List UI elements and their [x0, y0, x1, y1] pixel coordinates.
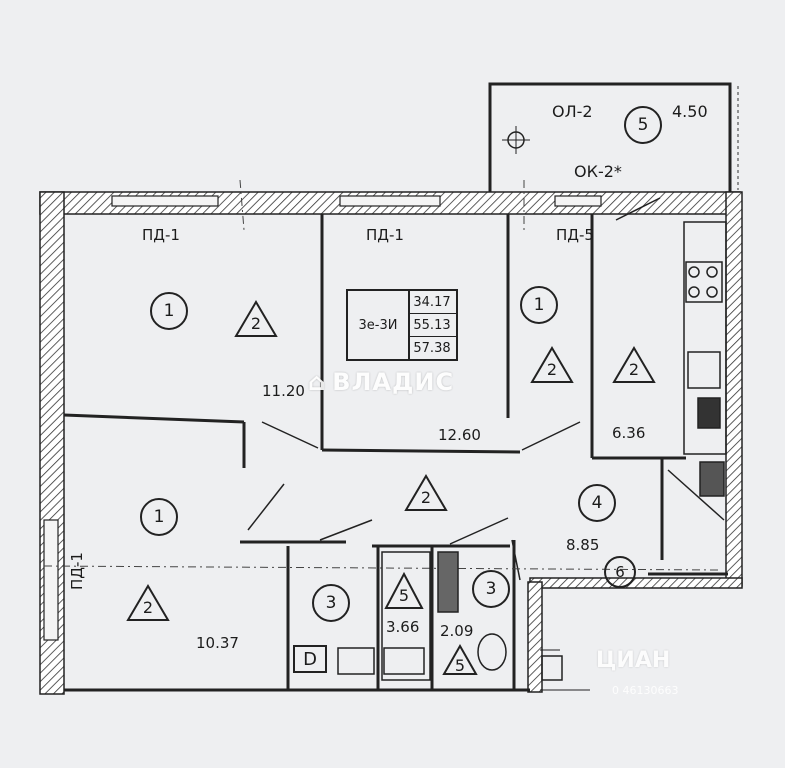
- cian-watermark: ЦИАН: [596, 648, 671, 673]
- room-type-marker: 1: [150, 292, 188, 330]
- window-label-middle: ПД-1: [366, 226, 404, 244]
- corridor-marker: 6: [604, 556, 636, 588]
- room-type-marker-toilet: 3: [472, 570, 510, 608]
- room-type-marker-kitchen: 1: [520, 286, 558, 324]
- zone-triangle-icon: 2: [234, 300, 278, 338]
- zone-triangle-icon: 5: [384, 572, 424, 610]
- laundry-label: D: [293, 645, 327, 673]
- balcony-ol-label: ОЛ-2: [552, 102, 593, 121]
- zone-triangle-icon: 2: [530, 346, 574, 384]
- vladis-watermark: ⌂ ВЛАДИС: [308, 368, 455, 396]
- window-label-side: ПД-1: [68, 552, 86, 590]
- house-logo-icon: ⌂: [308, 368, 327, 396]
- bathroom-fixtures: [337, 551, 563, 681]
- balcony-area: 4.50: [672, 102, 708, 121]
- total-with-balcony-area: 57.38: [413, 340, 451, 356]
- cian-listing-id: 0 46130663: [612, 684, 679, 697]
- window-openings: [43, 195, 602, 641]
- zone-triangle-icon: 5: [442, 644, 478, 676]
- zone-triangle-icon: 2: [612, 346, 656, 384]
- window-label-left: ПД-1: [142, 226, 180, 244]
- window-label-kitchen: ПД-5: [556, 226, 594, 244]
- total-area: 55.13: [408, 314, 456, 337]
- zone-triangle-icon: 2: [126, 584, 170, 622]
- balcony-ok-label: ОК-2*: [574, 162, 622, 181]
- door-swings: [247, 197, 725, 581]
- interior-walls: [63, 214, 728, 692]
- room-area-kitchen: 6.36: [612, 424, 646, 442]
- living-area: 34.17: [408, 291, 456, 314]
- room-type-marker-bedroom-bottom: 1: [140, 498, 178, 536]
- room-area-bathroom: 3.66: [386, 618, 420, 636]
- room-area-toilet: 2.09: [440, 622, 474, 640]
- area-summary-table: 3е-3И 34.17 55.13 57.38: [346, 289, 458, 361]
- zone-triangle-icon: 2: [404, 474, 448, 512]
- apartment-code: 3е-3И: [348, 291, 410, 359]
- room-area-bedroom-bottom: 10.37: [196, 634, 239, 652]
- balcony-outline: [488, 82, 732, 192]
- room-area-living: 12.60: [438, 426, 481, 444]
- room-area-hall: 8.85: [566, 536, 600, 554]
- room-area-bedroom-top: 11.20: [262, 382, 305, 400]
- room-type-marker-hall: 4: [578, 484, 616, 522]
- kitchen-fixtures: [683, 221, 727, 497]
- room-type-marker-bathroom: 3: [312, 584, 350, 622]
- balcony-marker: 5: [624, 106, 662, 144]
